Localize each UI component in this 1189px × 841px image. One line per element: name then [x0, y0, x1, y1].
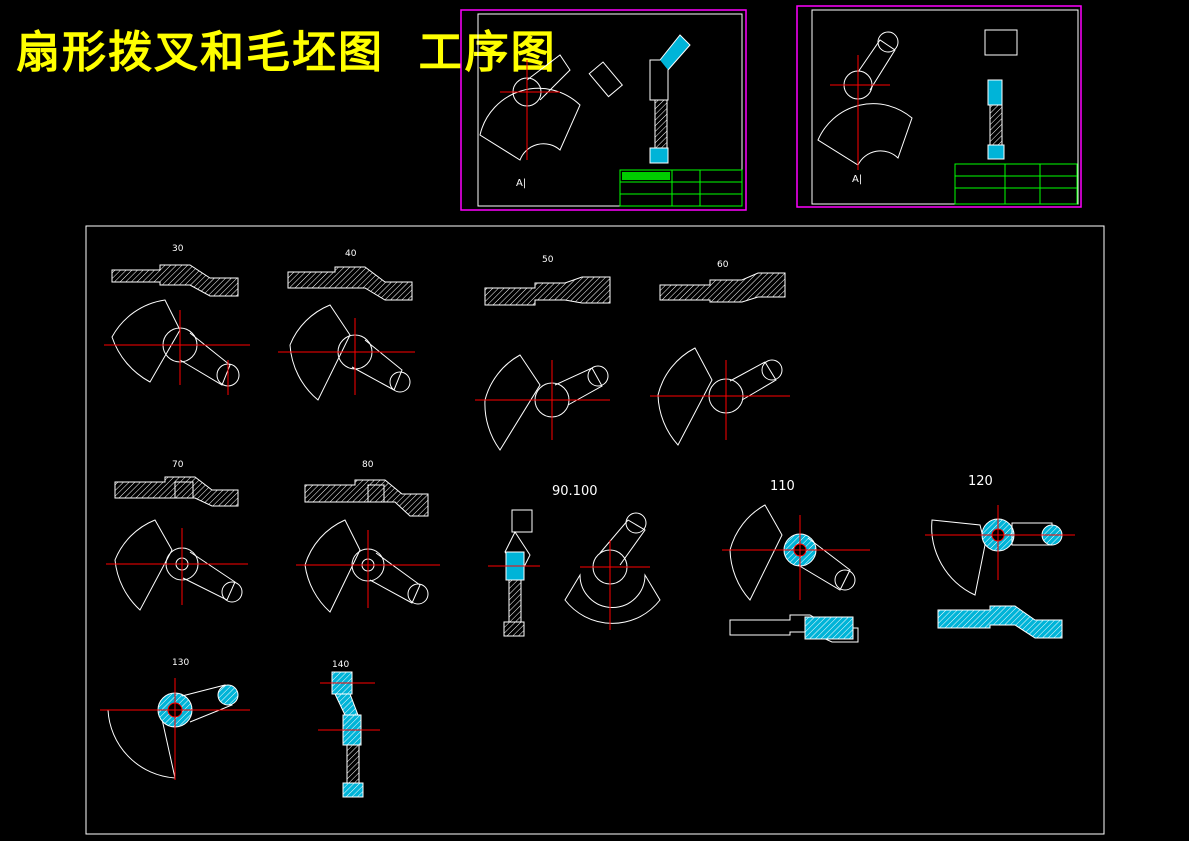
- operation-label: 80: [362, 460, 374, 470]
- operation-label: 70: [172, 460, 184, 470]
- operation-110: 110: [722, 479, 870, 643]
- operation-label: 40: [345, 249, 357, 259]
- operation-label: 120: [968, 474, 993, 489]
- sheet-view-label: A|: [516, 178, 526, 189]
- operation-label: 50: [542, 255, 554, 265]
- operation-120: 120: [925, 474, 1075, 639]
- operation-60: 60: [650, 260, 790, 446]
- operation-130: 130: [100, 658, 250, 780]
- operation-50: 50: [475, 255, 611, 451]
- operation-label: 110: [770, 479, 795, 494]
- operation-90-100: 90.100: [488, 484, 661, 637]
- operation-140: 140: [318, 660, 380, 798]
- operation-40: 40: [278, 249, 415, 401]
- operation-label: 130: [172, 658, 189, 668]
- process-sheet-frame: [85, 225, 1105, 835]
- sheet-view-label: A|: [852, 174, 862, 185]
- drawing-title: 扇形拨叉和毛坯图 工序图: [16, 27, 557, 78]
- sheet-blank-drawing: A|: [796, 5, 1082, 208]
- sheet-border: [460, 9, 747, 211]
- sheet-frame: [811, 9, 1079, 205]
- operation-70: 70: [106, 460, 248, 611]
- operation-label: 30: [172, 244, 184, 254]
- operation-30: 30: [104, 244, 250, 395]
- title-block: [954, 163, 1078, 205]
- sheet-part-drawing: A|: [460, 9, 747, 211]
- operation-label: 60: [717, 260, 729, 270]
- operation-label: 140: [332, 660, 349, 670]
- title-block: [619, 169, 743, 207]
- operation-80: 80: [296, 460, 440, 613]
- sheet-frame: [477, 13, 743, 207]
- sheet-border: [796, 5, 1082, 208]
- operation-label: 90.100: [552, 484, 598, 499]
- sector-outline: [479, 87, 581, 161]
